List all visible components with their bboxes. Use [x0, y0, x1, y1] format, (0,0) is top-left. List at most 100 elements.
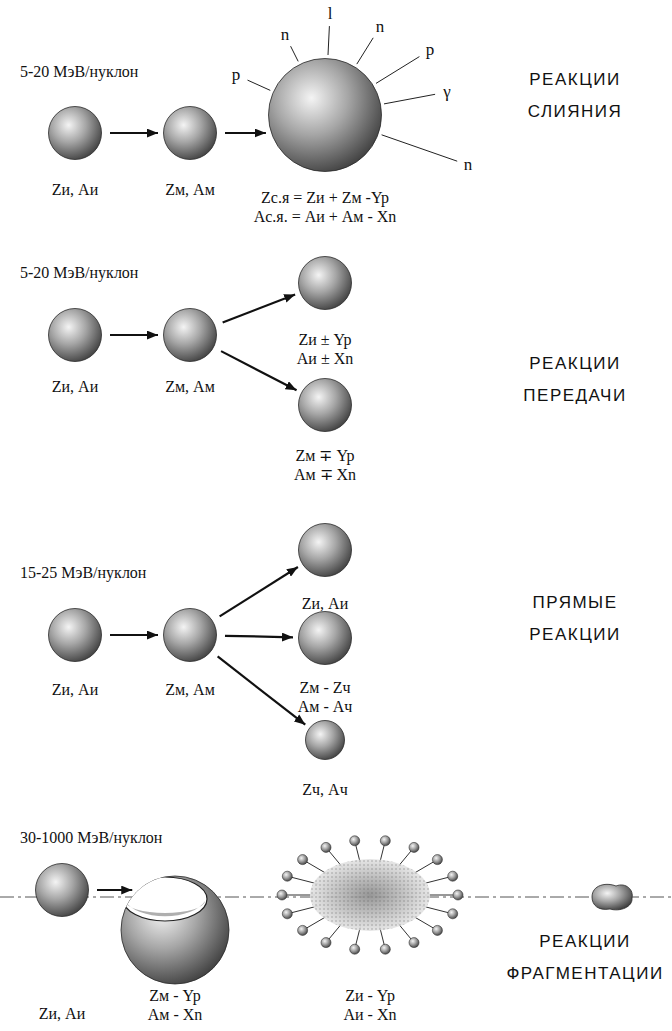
- fireball-node: Zи - YpAи - Xn: [310, 859, 430, 931]
- nucleus-label: Zм, Aм: [165, 180, 215, 199]
- nucleus-label: Zи, Aи: [52, 680, 98, 699]
- fragment-balls: [380, 836, 390, 846]
- node-shape: [48, 608, 102, 662]
- nucleus-sphere: [164, 309, 217, 362]
- fragment-balls: [453, 890, 463, 900]
- nucleus-node: Zс.я = Zи + Zм -YpAс.я. = Aи + Aм - Xn: [268, 58, 382, 172]
- nucleus-sphere: [299, 612, 352, 665]
- node-shape: [48, 106, 102, 160]
- fragment-stalks: [282, 841, 458, 949]
- energy-label: 5-20 МэВ/нуклон: [20, 62, 138, 82]
- particle-lines: [384, 94, 435, 104]
- nucleus-node: Zи, Aи: [48, 106, 102, 160]
- node-shape: [298, 256, 352, 310]
- reaction-arrow: [225, 132, 266, 134]
- reaction-arrow: [110, 132, 158, 134]
- nucleus-sphere: [49, 309, 102, 362]
- fragment-balls: [350, 944, 360, 954]
- reaction-arrow: [218, 656, 306, 724]
- fragment-balls: [448, 871, 458, 881]
- node-label-block: Zи ± YpAи ± Xn: [297, 330, 353, 368]
- nucleus-node: Zм, Aм: [163, 106, 217, 160]
- node-label-block: Zм ∓ YpAм ∓ Xn: [294, 446, 356, 484]
- nucleus-label: Aс.я. = Aи + Aм - Xn: [254, 207, 397, 226]
- fragment-balls: [282, 909, 292, 919]
- particle-lines: [376, 57, 419, 84]
- nucleus-node: Zи ± YpAи ± Xn: [298, 256, 352, 310]
- particle-label: l: [328, 4, 333, 24]
- nucleus-node: Zм ∓ YpAм ∓ Xn: [298, 378, 352, 432]
- node-shape: [305, 720, 345, 760]
- fragment-balls: [350, 836, 360, 846]
- node-label-block: Zч, Aч: [302, 780, 347, 799]
- particle-lines: [357, 38, 373, 64]
- nucleus-label: Zи, Aи: [52, 180, 98, 199]
- node-label-block: Zи, Aи: [52, 680, 98, 699]
- target-bite: [125, 901, 205, 916]
- node-label-block: Zи, Aи: [302, 594, 348, 613]
- reaction-arrow: [97, 889, 132, 891]
- particle-lines: [248, 80, 271, 90]
- particle-lines: [328, 26, 329, 55]
- nucleus-sphere: [299, 379, 352, 432]
- nucleus-label: Zи - Yp: [344, 986, 397, 1005]
- node-label-block: Zи - YpAи - Xn: [344, 986, 397, 1024]
- projectile-fragment: [592, 884, 632, 910]
- nucleus-label: Aм - Xn: [148, 1005, 203, 1024]
- fragment-balls: [298, 855, 308, 865]
- nucleus-sphere: [164, 107, 217, 160]
- nucleus-label: Zм, Aм: [165, 680, 215, 699]
- particle-lines: [291, 46, 299, 61]
- fireball-grain: [310, 859, 430, 931]
- nucleus-node: Zм, Aм: [163, 608, 217, 662]
- nucleus-node: Zм - ZчAм - Aч: [298, 611, 352, 665]
- energy-label: 5-20 МэВ/нуклон: [20, 263, 138, 283]
- reaction-type-label: РЕАКЦИИ ФРАГМЕНТАЦИИ: [506, 926, 663, 990]
- particle-label: p: [426, 40, 435, 60]
- nucleus-label: Zм, Aм: [165, 377, 215, 396]
- node-shape: [48, 308, 102, 362]
- reaction-type-label: РЕАКЦИИ ПЕРЕДАЧИ: [523, 348, 626, 412]
- node-shape: [298, 378, 352, 432]
- node-shape: [268, 58, 382, 172]
- reaction-type-label: РЕАКЦИИ СЛИЯНИЯ: [528, 64, 623, 128]
- nucleus-label: Zч, Aч: [302, 780, 347, 799]
- fragment-balls: [409, 842, 419, 852]
- node-shape: [163, 608, 217, 662]
- node-label-block: Zи, Aи: [52, 180, 98, 199]
- nucleus-sphere: [299, 257, 352, 310]
- particle-label: n: [464, 155, 473, 175]
- nucleus-node: Zм, Aм: [163, 308, 217, 362]
- reaction-arrow: [221, 351, 297, 390]
- nucleus-node: Zч, Aч: [305, 720, 345, 760]
- node-label-block: Zс.я = Zи + Zм -YpAс.я. = Aи + Aм - Xn: [254, 188, 397, 226]
- fragment-balls: [277, 890, 287, 900]
- nucleus-label: Zм - Yp: [148, 986, 203, 1005]
- reaction-arrow: [110, 634, 158, 636]
- particle-label: γ: [443, 82, 451, 102]
- fragment-balls: [409, 938, 419, 948]
- fragment-balls: [321, 938, 331, 948]
- node-shape: [298, 523, 352, 577]
- particle-label: n: [376, 17, 385, 37]
- nucleus-label: Zи ± Yp: [297, 330, 353, 349]
- nucleus-sphere: [49, 609, 102, 662]
- fragment-balls: [380, 944, 390, 954]
- energy-label: 30-1000 МэВ/нуклон: [20, 828, 162, 848]
- nucleus-sphere: [164, 609, 217, 662]
- node-label-block: Zм, Aм: [165, 680, 215, 699]
- nucleus-node: Zи, Aи: [298, 523, 352, 577]
- fragment-balls: [282, 871, 292, 881]
- node-label-block: Zм - ZчAм - Aч: [298, 678, 353, 716]
- fragment-balls: [432, 925, 442, 935]
- nucleus-node: Zи, Aи: [48, 608, 102, 662]
- nucleus-label: Aм - Aч: [298, 697, 353, 716]
- particle-label: n: [281, 25, 290, 45]
- particle-label: p: [232, 65, 241, 85]
- nucleus-label: Aи ± Xn: [297, 349, 353, 368]
- reaction-arrow: [110, 334, 158, 336]
- reaction-type-label: ПРЯМЫЕ РЕАКЦИИ: [529, 587, 620, 651]
- particle-lines: [382, 135, 458, 161]
- node-label-block: Zи, Aи: [39, 1004, 85, 1023]
